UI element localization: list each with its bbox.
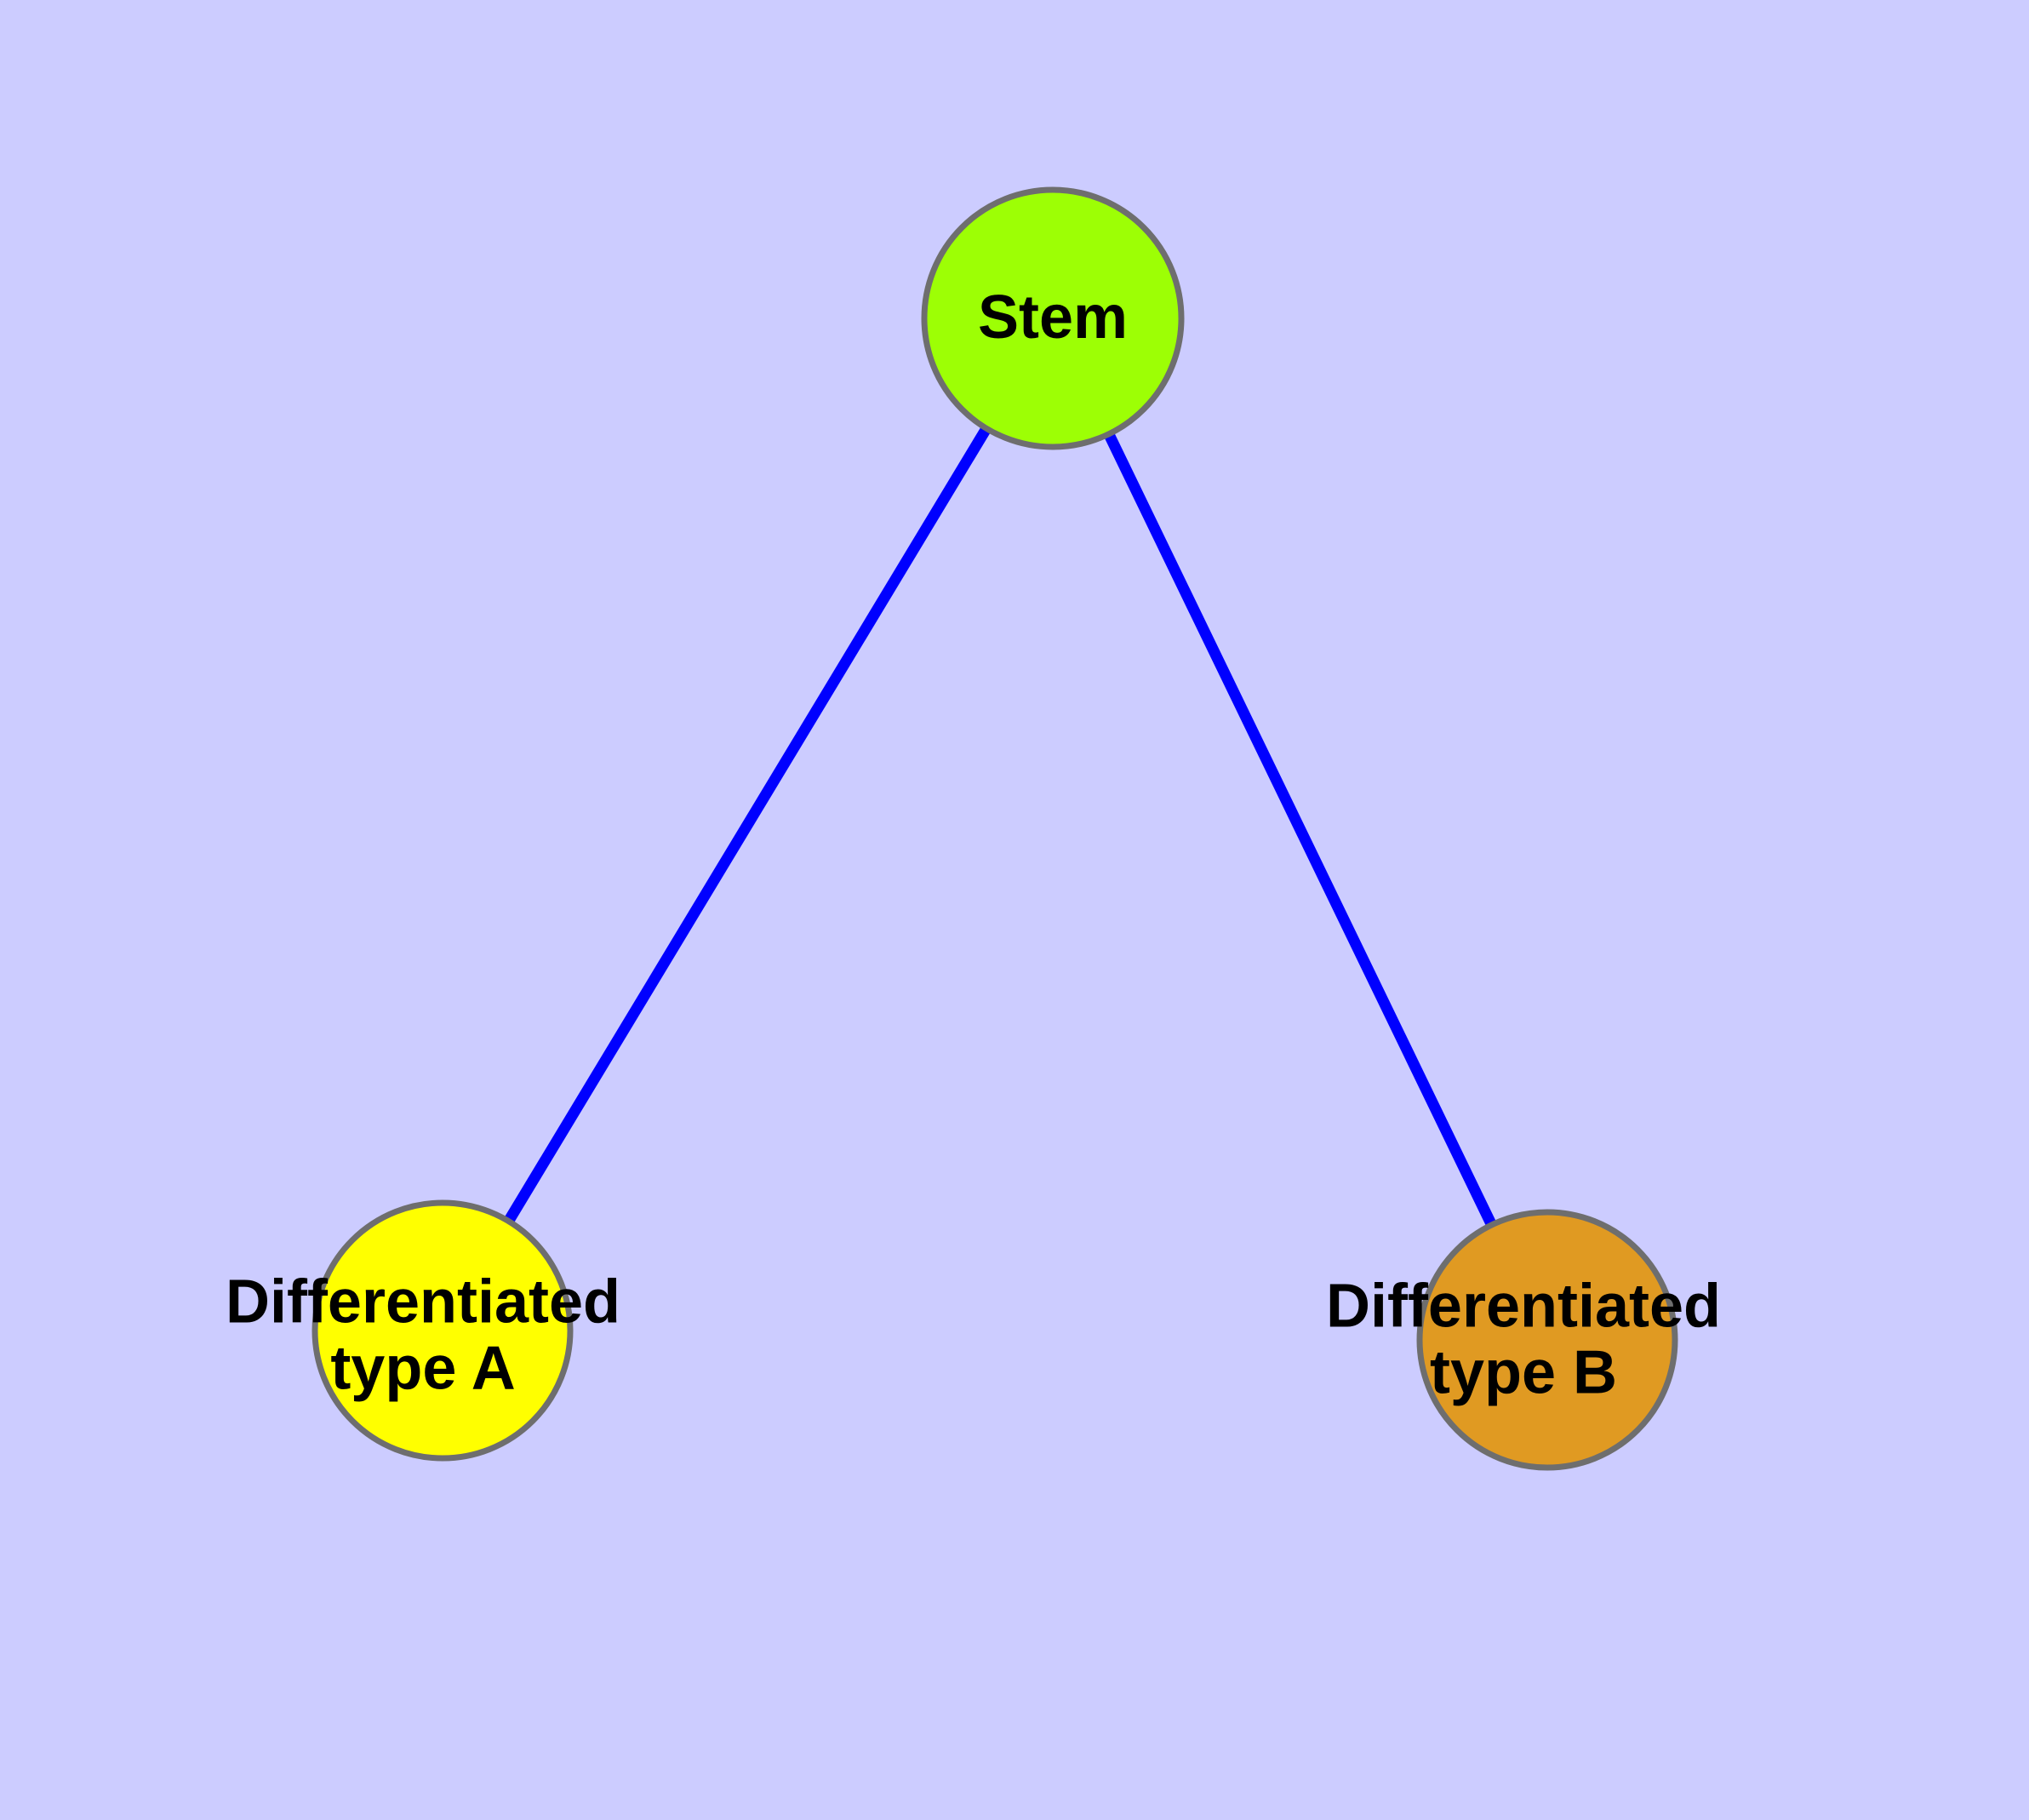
graph-node-diff_b[interactable] [1416,1209,1678,1471]
graph-edge [1102,429,1498,1230]
graph-edge [502,423,993,1227]
graph-node-stem[interactable] [921,186,1185,450]
node-layer [311,186,1678,1471]
edge-layer [502,423,1498,1230]
graph-node-diff_a[interactable] [311,1199,574,1462]
